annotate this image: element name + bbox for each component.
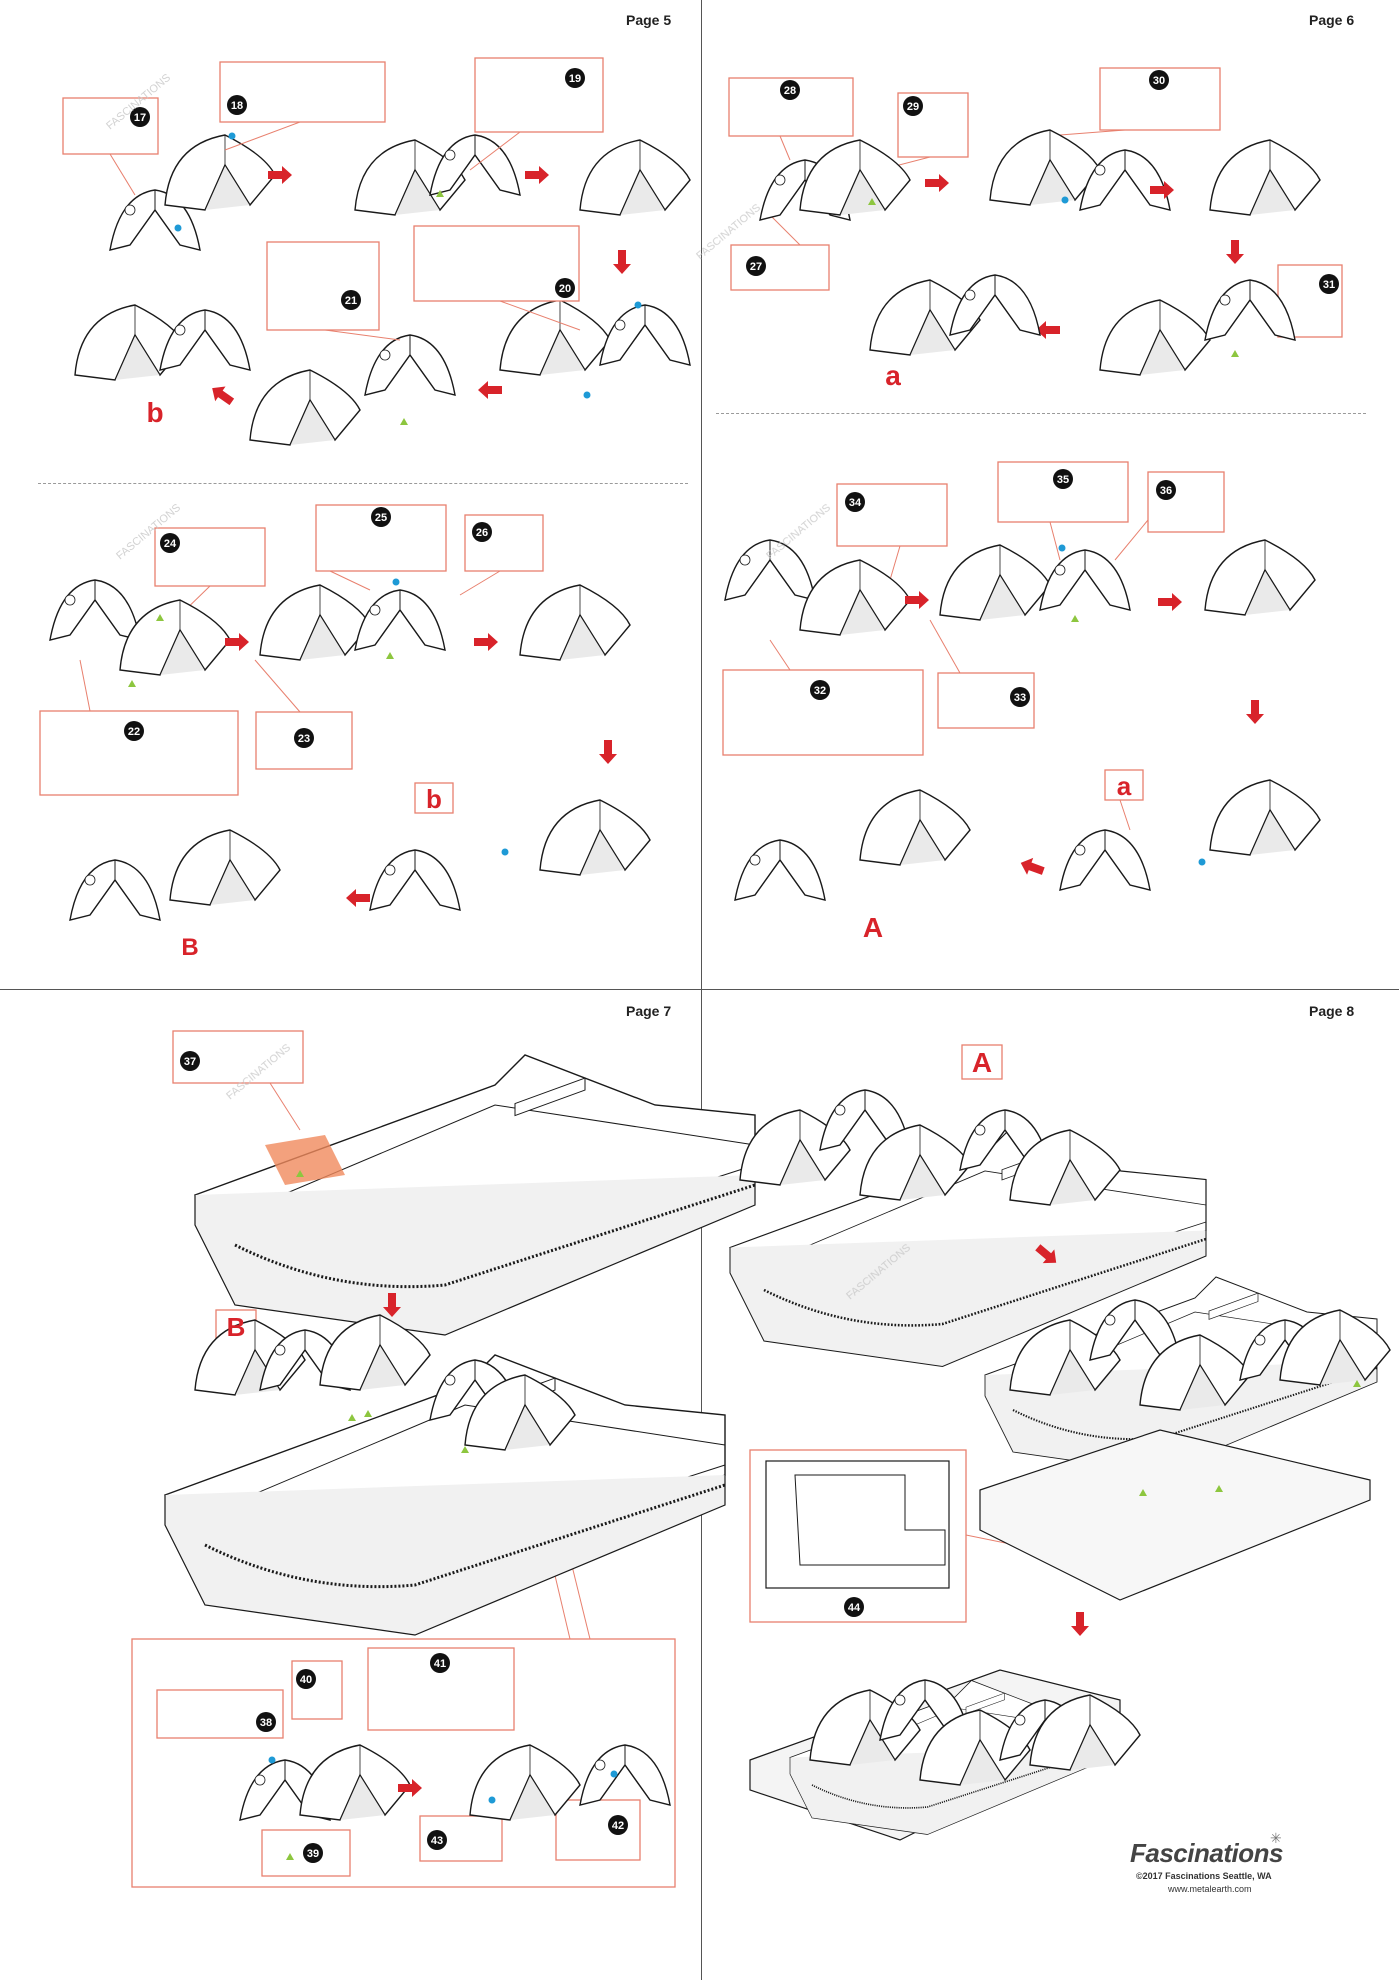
page6-row1 (759, 129, 1321, 376)
label-b-page5: b (146, 397, 163, 428)
callout-17: 17 (134, 112, 146, 124)
callout-30: 30 (1153, 75, 1165, 87)
callout-28: 28 (784, 85, 796, 97)
copyright-text: ©2017 Fascinations Seattle, WA (1136, 1871, 1272, 1881)
callout-36: 36 (1160, 485, 1172, 497)
callout-41: 41 (434, 1658, 446, 1670)
page-number-8: Page 8 (1309, 1003, 1355, 1019)
callout-34: 34 (849, 497, 862, 509)
callout-29: 29 (907, 101, 919, 113)
website-url: www.metalearth.com (1168, 1884, 1252, 1894)
callout-27: 27 (750, 261, 762, 273)
callout-31: 31 (1323, 279, 1335, 291)
label-B-page7: B (227, 1312, 246, 1342)
callout-25: 25 (375, 512, 387, 524)
label-A-page6: A (863, 912, 883, 943)
callout-40: 40 (300, 1674, 312, 1686)
page-number-5: Page 5 (626, 12, 672, 28)
callout-24: 24 (164, 538, 177, 550)
callout-20: 20 (559, 283, 571, 295)
callout-33: 33 (1014, 692, 1026, 704)
page5-row1 (74, 134, 691, 446)
callout-23: 23 (298, 733, 310, 745)
step-separator-page6 (716, 413, 1366, 414)
callout-18: 18 (231, 100, 243, 112)
callout-35: 35 (1057, 474, 1069, 486)
label-b-callout: b (426, 784, 442, 814)
callout-39: 39 (307, 1848, 319, 1860)
vertical-page-divider (701, 0, 702, 1980)
watermark: FASCINATIONS (764, 502, 833, 563)
callout-44: 44 (848, 1602, 861, 1614)
label-B-page5: B (181, 934, 198, 961)
logo-star-icon: ✳ (1270, 1830, 1282, 1846)
callout-37: 37 (184, 1056, 196, 1068)
label-A-page8: A (972, 1047, 992, 1078)
page-number-6: Page 6 (1309, 12, 1355, 28)
brand-logo: Fascinations (1130, 1838, 1283, 1868)
callout-42: 42 (612, 1820, 624, 1832)
callout-43: 43 (431, 1835, 443, 1847)
step-separator-page5 (38, 483, 688, 484)
callout-26: 26 (476, 527, 488, 539)
callout-19: 19 (569, 73, 581, 85)
label-a-page6: a (885, 360, 901, 391)
page7-base-top (193, 1053, 757, 1337)
callout-22: 22 (128, 726, 140, 738)
callout-32: 32 (814, 685, 826, 697)
horizontal-page-divider (0, 989, 1399, 990)
callout-21: 21 (345, 295, 357, 307)
callout-38: 38 (260, 1717, 272, 1729)
label-a-callout: a (1117, 771, 1132, 801)
page-number-7: Page 7 (626, 1003, 672, 1019)
